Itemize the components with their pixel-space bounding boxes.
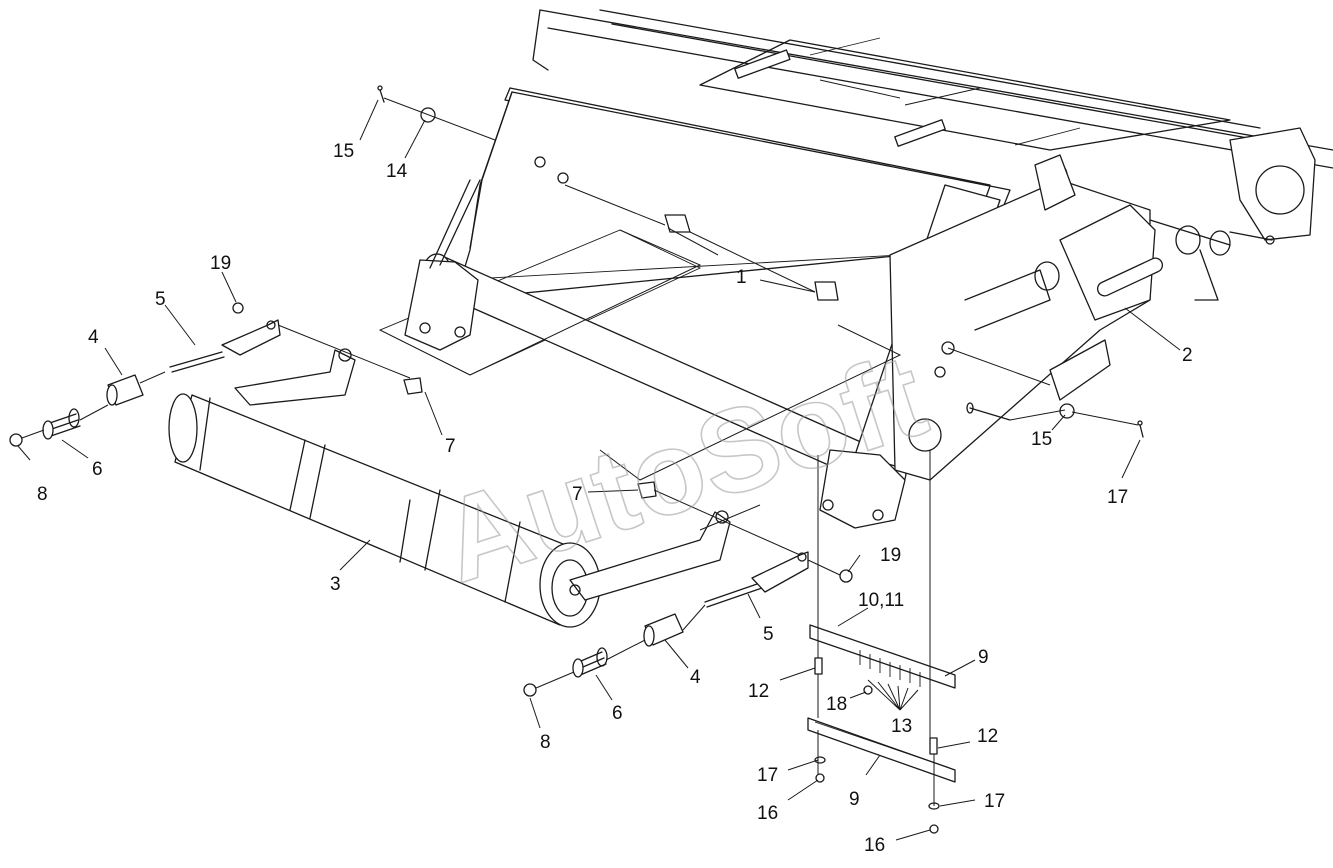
callout-5: 5 [155, 289, 166, 310]
callout-4-lower: 4 [690, 667, 701, 688]
machine-frame [378, 9, 1333, 529]
callout-9-upper: 9 [978, 647, 989, 668]
callout-7: 7 [445, 436, 456, 457]
roller-assembly [168, 348, 731, 628]
callout-17: 15 [333, 141, 354, 162]
callout-1: 1 [736, 267, 747, 288]
callout-16-right: 17 [984, 791, 1005, 812]
callout-6: 6 [92, 459, 103, 480]
callout-8: 8 [37, 484, 48, 505]
callout-labels: 15 14 1 2 19 5 4 6 8 7 3 7 19 10,11 9 5 … [37, 141, 1193, 856]
callout-14: 14 [386, 161, 408, 182]
callout-4: 4 [88, 327, 99, 348]
spring-left [42, 408, 81, 440]
callout-6-lower: 6 [612, 703, 623, 724]
callout-12-right: 12 [977, 726, 998, 747]
callout-16-left: 17 [757, 765, 778, 786]
left-small-parts [9, 85, 436, 447]
callout-8-lower: 8 [540, 732, 551, 753]
lower-small-parts [523, 403, 1144, 834]
callout-10-11: 10,11 [858, 590, 904, 611]
callout-15-left: 16 [757, 803, 778, 824]
callout-19-lower: 19 [880, 545, 901, 566]
leader-lines [17, 97, 1181, 841]
callout-14-right: 15 [1031, 429, 1052, 450]
callout-5-lower: 5 [763, 624, 774, 645]
callout-7-lower: 7 [572, 484, 583, 505]
callout-13: 13 [891, 716, 912, 737]
callout-2: 2 [1182, 345, 1193, 366]
callout-3: 3 [330, 574, 341, 595]
callout-12-left: 12 [748, 681, 769, 702]
callout-19: 19 [210, 253, 231, 274]
callout-17-right: 17 [1107, 487, 1128, 508]
callout-18: 18 [826, 694, 847, 715]
spring-lower [572, 647, 608, 678]
callout-9-lower: 9 [849, 789, 860, 810]
callout-15-right: 16 [864, 835, 885, 856]
